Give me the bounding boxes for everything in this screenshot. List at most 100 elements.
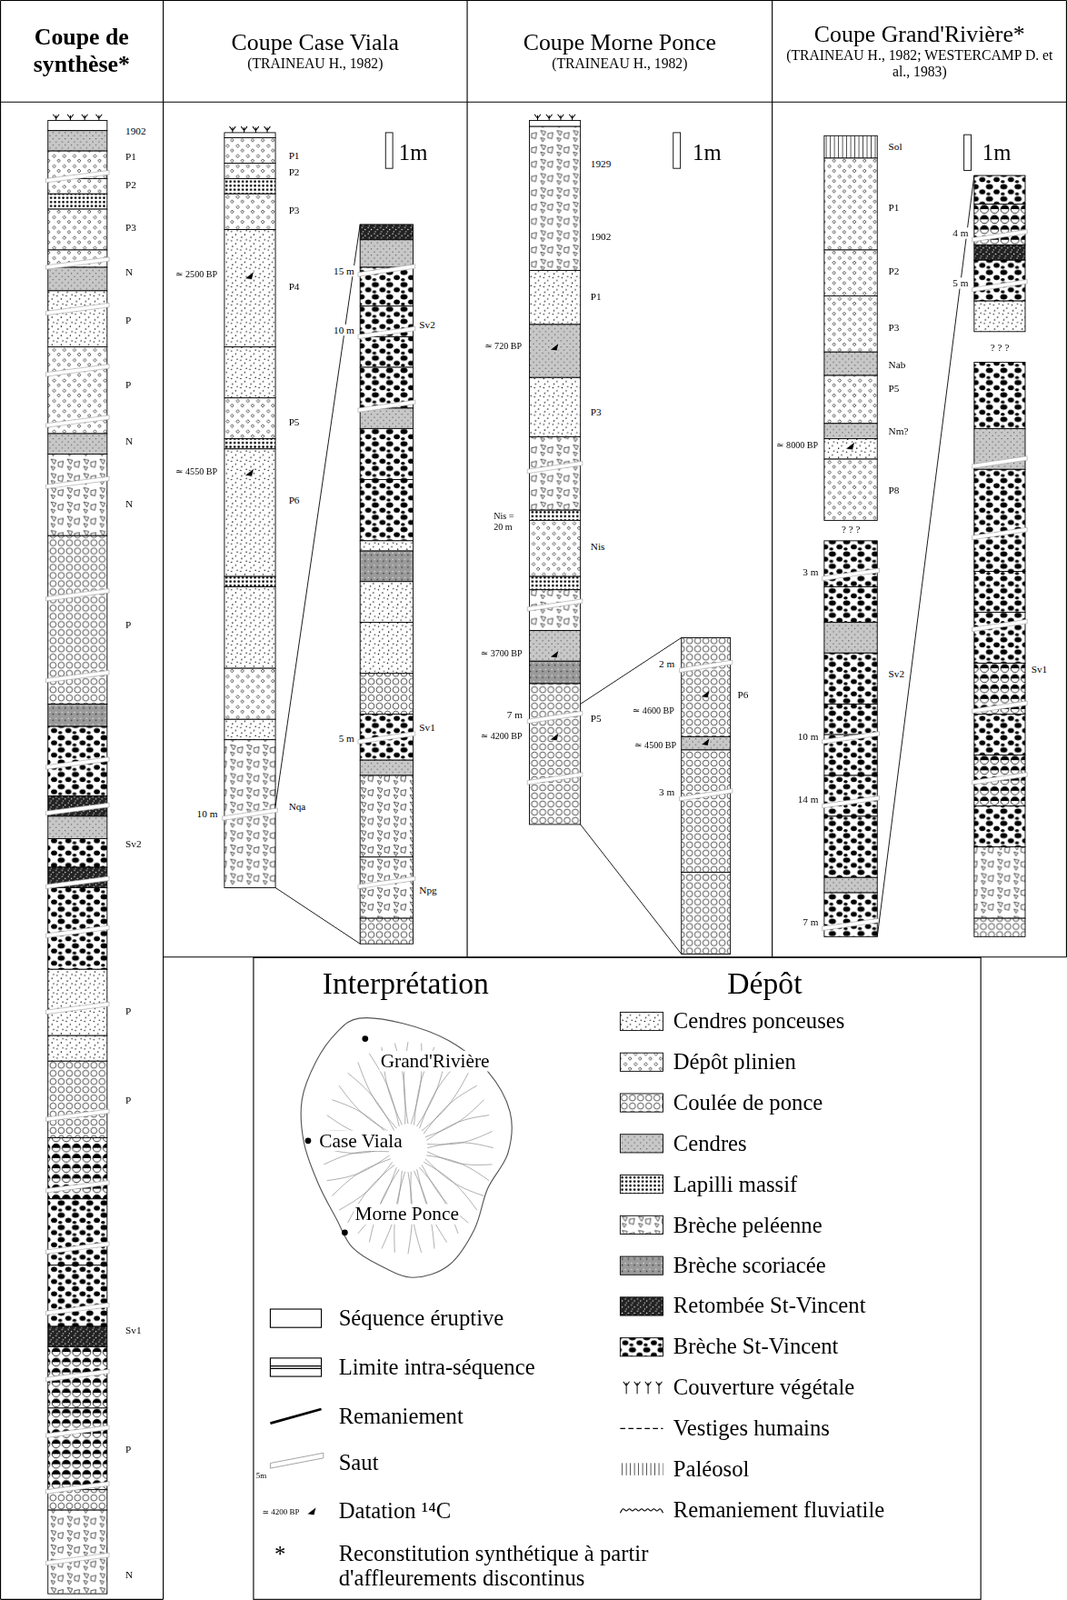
table-rule — [771, 0, 773, 958]
jump-band — [972, 229, 1028, 242]
layer-rect — [224, 229, 276, 348]
layer-label: P3 — [589, 405, 603, 417]
layer-label: P5 — [288, 415, 301, 427]
layer-rect — [681, 736, 731, 750]
citation: (TRAINEAU H., 1982; WESTERCAMP D. et al.… — [776, 48, 1063, 81]
vegetation-symbol — [645, 1381, 652, 1394]
legend-text: Datation ¹⁴C — [339, 1498, 452, 1524]
strat-column — [972, 175, 1028, 937]
jump-band — [527, 460, 583, 473]
jump-band — [678, 788, 732, 801]
jump-band — [972, 772, 1028, 785]
vegetation-symbol — [634, 1381, 641, 1394]
layer-label: ≃ 3700 BP — [479, 648, 524, 659]
layer-label: ≃ 4500 BP — [633, 740, 678, 751]
table-rule — [1066, 0, 1067, 958]
layer-rect — [48, 130, 108, 151]
layer-label: 10 m — [332, 323, 356, 335]
layer-rect — [974, 611, 1026, 663]
layer-rect — [824, 438, 878, 459]
layer-rect — [48, 838, 108, 868]
legend-heading: Interprétation — [322, 966, 489, 1000]
section-title: Coupe Case Viala — [231, 29, 399, 57]
legend-swatch — [619, 1175, 663, 1194]
zoom-line — [275, 224, 360, 807]
layer-label: P6 — [288, 494, 301, 506]
strat-column — [358, 224, 416, 944]
layer-label: P2 — [124, 178, 138, 190]
header-cell: Coupe Grand'Rivière*(TRAINEAU H., 1982; … — [772, 0, 1067, 102]
table-rule — [466, 0, 468, 958]
scale-bar — [964, 134, 972, 170]
layer-label: ≃ 4600 BP — [631, 706, 676, 717]
layer-label: 3 m — [658, 786, 676, 798]
layer-rect — [359, 917, 413, 944]
legend-text: Coulée de ponce — [673, 1090, 824, 1116]
drainage-line — [426, 1155, 489, 1181]
legend-swatch — [619, 1427, 663, 1429]
jump-band — [972, 700, 1028, 713]
layer-rect — [974, 300, 1026, 332]
dating-mark — [244, 271, 254, 280]
citation: (TRAINEAU H., 1982) — [247, 56, 383, 73]
legend-swatch — [619, 1215, 663, 1234]
legend-swatch — [269, 1408, 321, 1424]
layer-rect — [359, 336, 413, 368]
layer-label: P2 — [288, 165, 301, 177]
jump-band — [46, 669, 110, 682]
legend-text: Cendres ponceuses — [673, 1008, 846, 1034]
legend-text: Brèche peléenne — [673, 1212, 823, 1237]
table-rule — [162, 0, 164, 1600]
jump-band — [46, 1241, 110, 1254]
table-rule — [0, 1598, 164, 1600]
legend-text: Remaniement fluviatile — [673, 1496, 885, 1522]
vegetation-symbol — [534, 114, 541, 121]
layer-label: P1 — [887, 201, 900, 213]
strat-column — [678, 637, 732, 954]
layer-rect — [48, 267, 108, 291]
layer-label: N — [124, 1568, 134, 1580]
layer-rect — [224, 586, 276, 669]
jump-band — [46, 802, 110, 815]
island-map — [300, 1017, 512, 1278]
layer-rect — [224, 576, 276, 587]
layer-rect — [48, 1489, 108, 1510]
layer-label: 5 m — [338, 731, 356, 743]
jump-band — [46, 876, 110, 888]
layer-label: 10 m — [195, 807, 219, 818]
layer-label: N — [124, 435, 134, 447]
layer-rect — [824, 249, 878, 297]
vegetation-symbol — [558, 114, 565, 121]
place-name: Case Viala — [318, 1129, 404, 1151]
layer-rect — [824, 703, 878, 735]
layer-label: Sv1 — [1030, 662, 1049, 674]
layer-rect — [824, 375, 878, 424]
layer-label: Sv2 — [887, 668, 906, 679]
jump-band — [46, 302, 110, 315]
layer-label: ≃ 4200 BP — [260, 1506, 300, 1516]
dating-mark — [700, 737, 710, 746]
section-title: Coupe de synthèse* — [3, 23, 160, 78]
layer-label: 15 m — [332, 264, 356, 276]
vegetation-symbol — [623, 1381, 630, 1394]
layer-rect — [974, 847, 1026, 919]
layer-rect — [824, 540, 878, 588]
layer-label: Nm? — [887, 424, 909, 436]
layer-rect — [48, 290, 108, 348]
layer-label: P — [124, 378, 132, 389]
jump-band — [46, 1552, 110, 1565]
layer-label: 1929 — [589, 157, 613, 169]
vegetation-symbol — [264, 126, 271, 133]
jump-band — [527, 710, 583, 723]
legend-text: Dépôt plinien — [673, 1049, 797, 1075]
jump-band — [822, 568, 880, 580]
header-cell: Coupe Case Viala(TRAINEAU H., 1982) — [163, 0, 468, 102]
layer-label: P1 — [124, 150, 138, 162]
drainage-line — [418, 1061, 459, 1128]
layer-rect — [359, 775, 413, 858]
layer-label: * — [273, 1542, 288, 1567]
scale-bar — [673, 132, 681, 169]
layer-label: Nis — [589, 539, 607, 551]
soil-cover — [224, 132, 276, 139]
